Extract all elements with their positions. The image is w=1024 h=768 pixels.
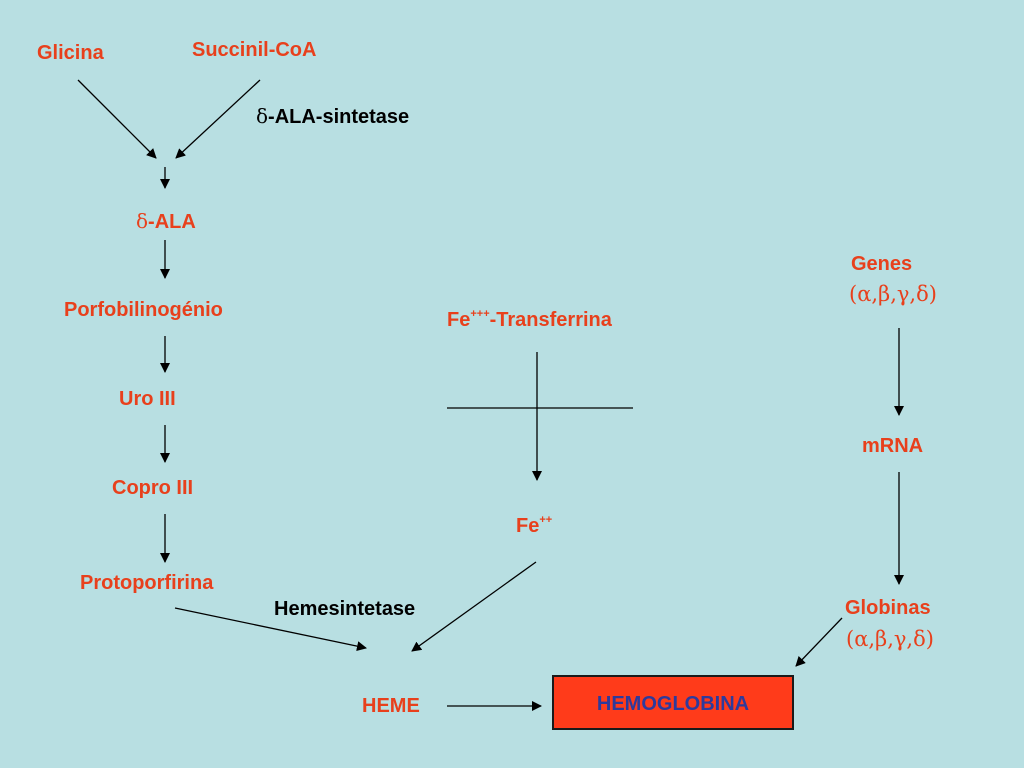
delta-symbol: δ bbox=[136, 209, 149, 233]
ala-text: -ALA bbox=[148, 211, 196, 233]
label-protoporfirina: Protoporfirina bbox=[80, 572, 214, 594]
label-porfobilinogenio: Porfobilinogénio bbox=[64, 299, 223, 321]
label-glicina: Glicina bbox=[37, 42, 104, 64]
label-succinil-coa: Succinil-CoA bbox=[192, 39, 317, 61]
ala-sintetase-text: -ALA-sintetase bbox=[268, 106, 410, 128]
label-globinas: Globinas bbox=[845, 597, 931, 619]
hemoglobina-label: HEMOGLOBINA bbox=[596, 693, 750, 715]
label-fe2: Fe++ bbox=[516, 514, 552, 538]
delta-symbol: δ bbox=[256, 104, 269, 128]
fe-text: Fe bbox=[447, 309, 471, 331]
arrow-protoporfirina-to-heme bbox=[174, 607, 367, 652]
fe-charge: ++ bbox=[539, 514, 553, 526]
label-ala: δ-ALA bbox=[136, 209, 196, 234]
transferrina-text: -Transferrina bbox=[489, 309, 612, 331]
label-ala-sintetase: δ-ALA-sintetase bbox=[256, 104, 409, 129]
label-genes: Genes bbox=[851, 253, 913, 275]
fe-charge: +++ bbox=[470, 308, 490, 320]
hemoglobina-box: HEMOGLOBINA bbox=[552, 675, 794, 730]
label-heme: HEME bbox=[362, 695, 420, 717]
label-uro-iii: Uro III bbox=[119, 388, 176, 410]
arrow-fe-to-heme bbox=[411, 561, 537, 652]
label-globinas-types: (α,β,γ,δ) bbox=[846, 627, 934, 651]
arrow-globinas-to-hemoglobina bbox=[795, 617, 843, 667]
label-genes-types: (α,β,γ,δ) bbox=[849, 282, 937, 306]
label-hemesintetase: Hemesintetase bbox=[274, 598, 416, 620]
arrow-glicina-to-merge bbox=[77, 79, 157, 159]
label-copro-iii: Copro III bbox=[112, 477, 194, 499]
label-mrna: mRNA bbox=[862, 435, 924, 457]
fe-text: Fe bbox=[516, 515, 540, 537]
arrow-succinil-to-merge bbox=[175, 79, 261, 159]
label-fe-transferrina: Fe+++-Transferrina bbox=[447, 308, 612, 332]
